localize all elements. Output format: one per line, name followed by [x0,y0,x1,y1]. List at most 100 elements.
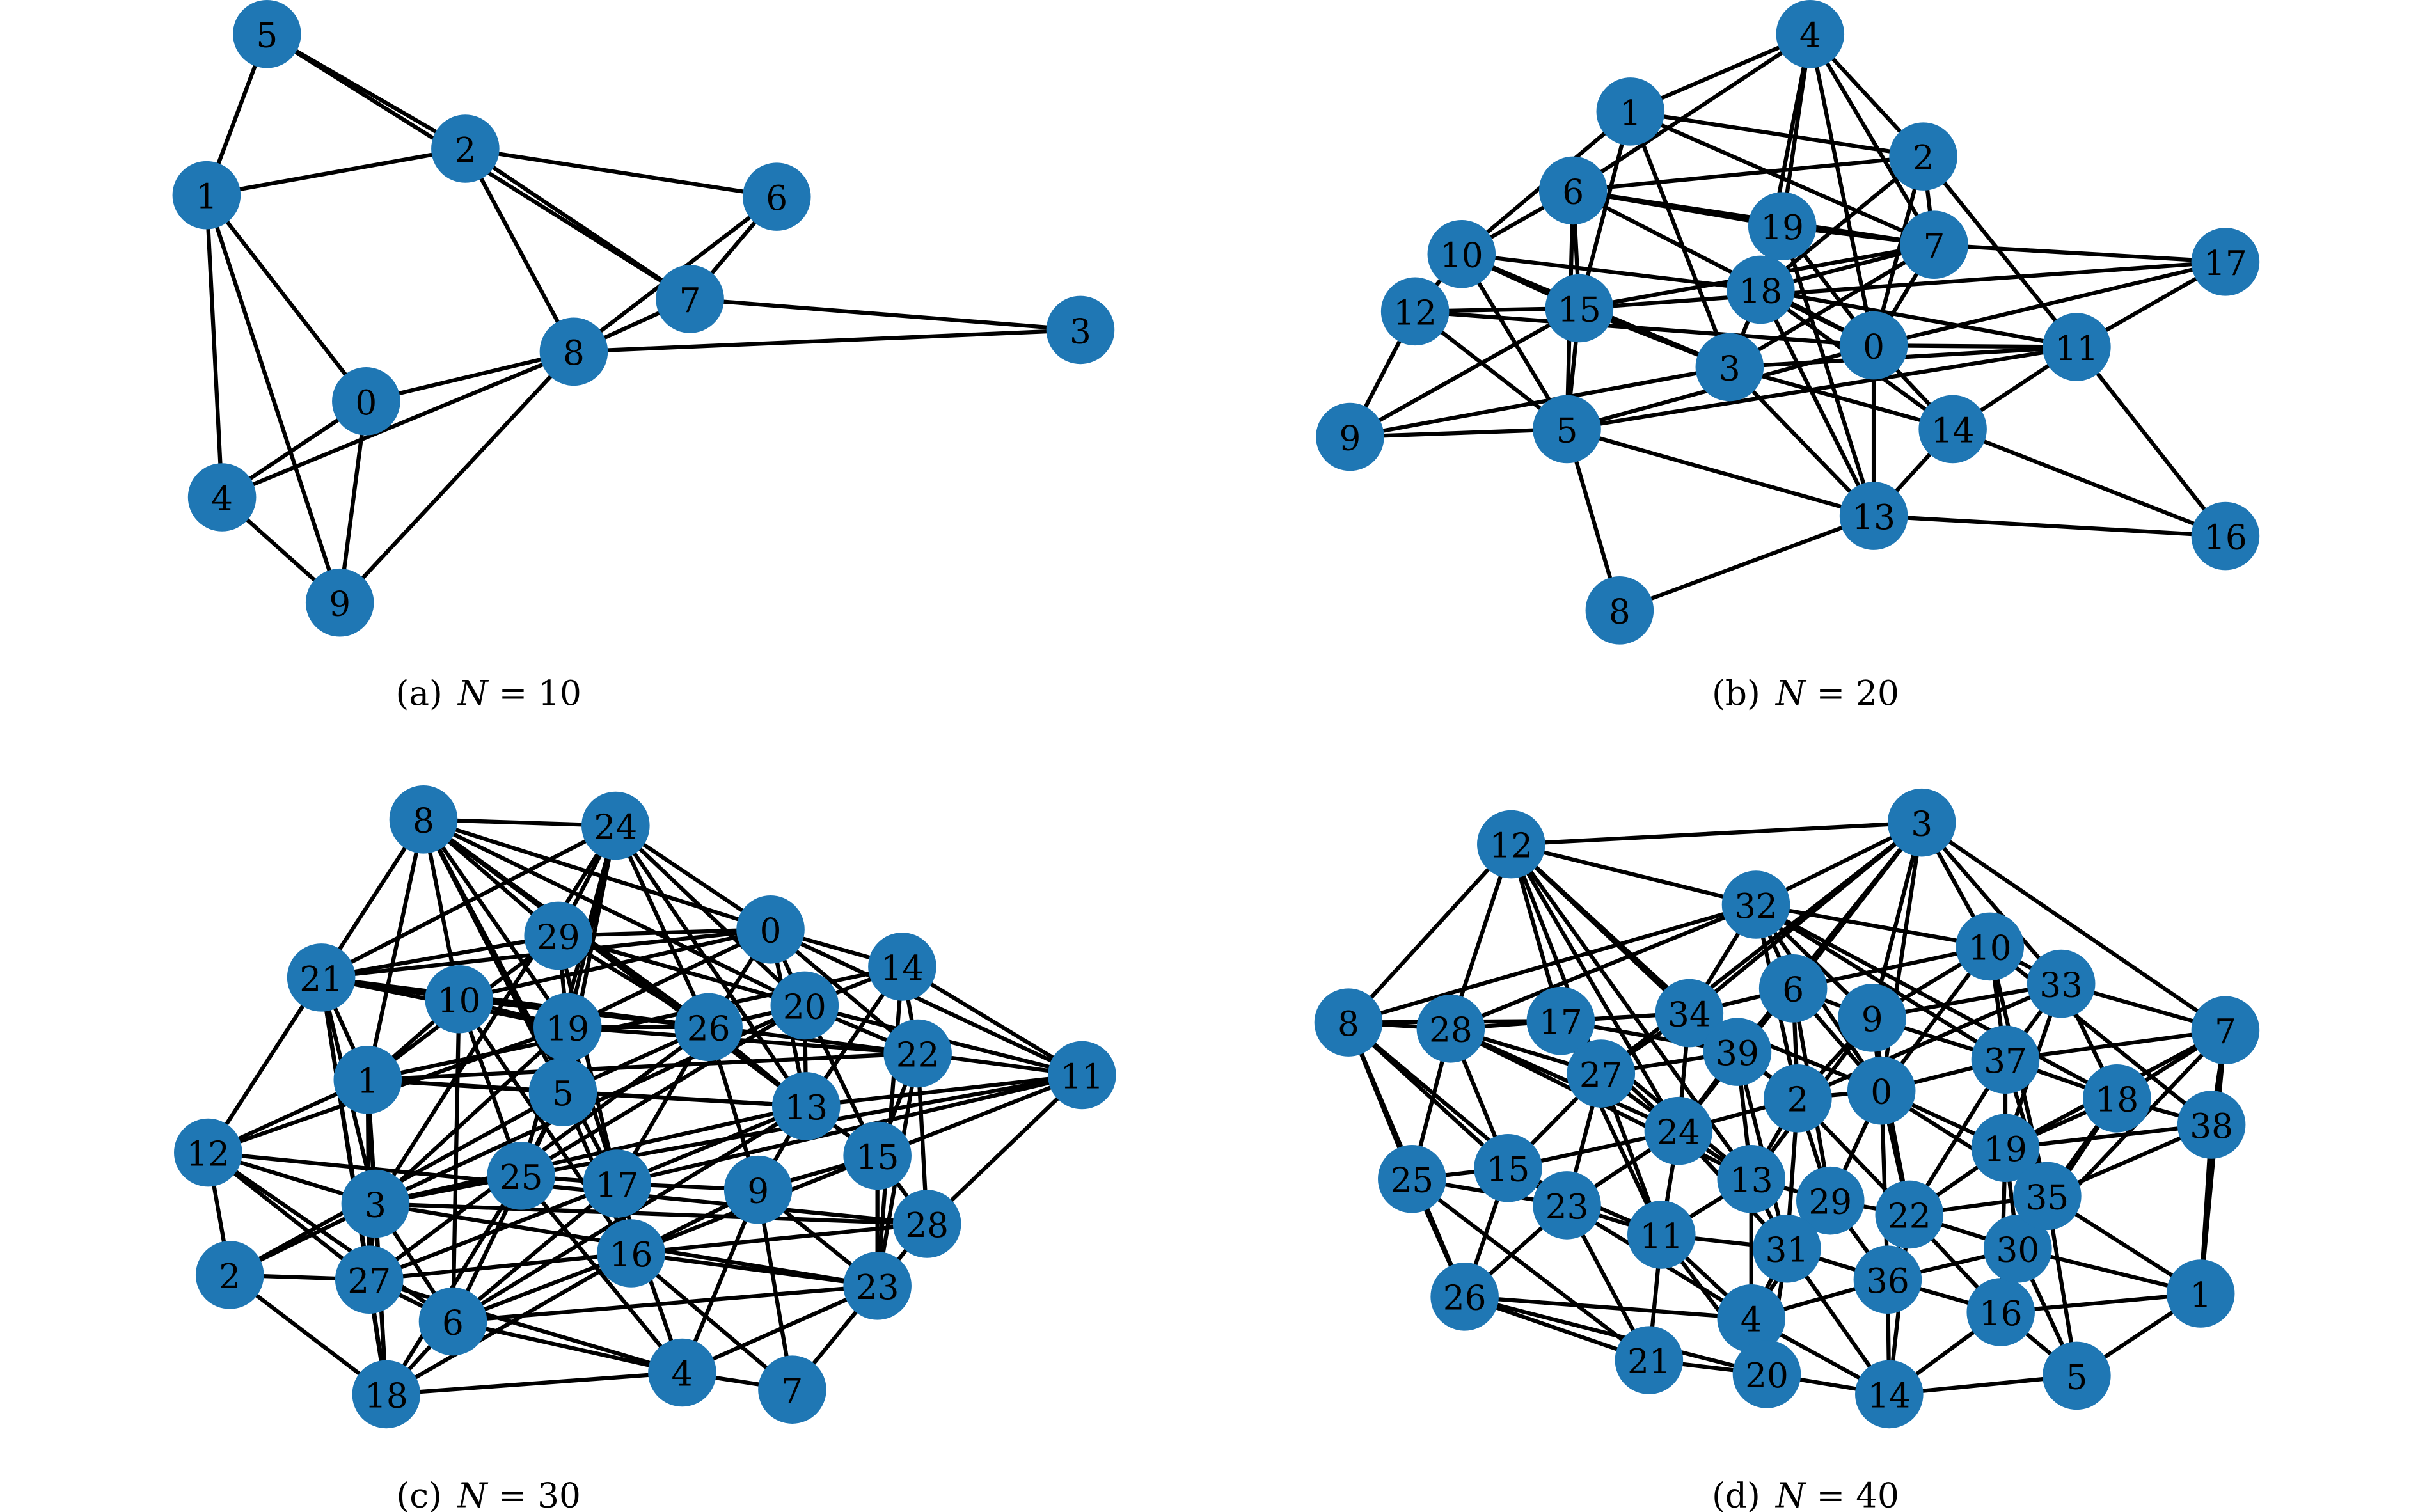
node-6: 6 [1538,156,1608,225]
edge-1-9 [204,193,342,605]
node-7: 7 [2191,996,2260,1065]
edge-0-19 [565,927,773,1030]
edge-0-10 [457,927,773,1002]
edge-32-10 [1753,902,1992,949]
node-label: 0 [355,383,377,423]
node-label: 28 [905,1206,949,1245]
caption-label: (c) [396,1476,441,1512]
node-27: 27 [335,1245,404,1314]
caption-value: = 10 [488,673,581,713]
node-circle [1430,1263,1499,1331]
node-label: 10 [1440,236,1483,276]
edge-20-25 [519,1003,807,1178]
node-circle [2083,1064,2151,1133]
node-6: 6 [418,1287,487,1356]
edge-6-4 [450,1319,684,1375]
node-circle [487,1142,555,1210]
edge-15-17 [1577,260,2228,311]
node-20: 20 [770,971,839,1040]
edge-2-6 [463,146,779,199]
edge-1-2 [1628,109,1925,159]
node-circle [1048,1041,1116,1110]
node-circle [332,367,400,436]
node-4: 4 [187,463,257,532]
node-circle [2043,313,2111,381]
node-label: 17 [2204,244,2247,283]
node-37: 37 [1971,1025,2040,1094]
caption-label: (a) [395,673,442,713]
node-label: 21 [1627,1342,1671,1382]
node-circle [1753,1214,1821,1283]
node-circle [1971,1114,2040,1183]
node-36: 36 [1853,1245,1922,1314]
node-circle [1314,988,1383,1057]
node-0: 0 [736,895,805,964]
edge-24-3 [373,823,618,1206]
node-circle [583,1149,652,1218]
edge-16-18 [384,1251,633,1397]
node-circle [187,463,257,532]
node-circle [674,993,743,1062]
node-label: 18 [1739,271,1782,311]
edge-9-8 [338,349,576,605]
edge-4-7 [1808,32,1936,247]
edge-28-16 [629,1222,929,1256]
edge-2-11 [1921,154,2079,349]
edge-18-13 [1758,287,1876,518]
node-label: 5 [2066,1357,2087,1397]
edge-2-18 [1758,154,1925,292]
node-5: 5 [1533,395,1601,464]
node-16: 16 [2191,501,2260,571]
node-17: 17 [1526,986,1595,1055]
caption-value: = 20 [1806,673,1899,713]
edge-3-13 [1727,365,1876,518]
node-circle [533,993,602,1062]
node-label: 6 [766,178,787,218]
node-4: 4 [1776,0,1845,68]
edge-24-21 [319,823,618,980]
node-circle [1764,1064,1832,1133]
node-circle [352,1360,421,1429]
node-circle [771,1072,841,1140]
node-circle [333,1045,402,1114]
caption-var: N [456,1476,489,1512]
edge-22-1 [365,1051,920,1082]
edge-1-7 [1628,109,1936,247]
edge-19-22 [565,1025,920,1056]
node-label: 4 [211,479,233,519]
node-label: 5 [256,16,278,56]
node-label: 17 [1539,1003,1583,1043]
node-2: 2 [1764,1064,1832,1133]
edge-10-6 [450,997,461,1324]
node-label: 8 [1338,1004,1359,1044]
edge-10-38 [1987,944,2214,1127]
node-label: 6 [442,1303,464,1343]
edge-8-0 [421,817,773,932]
node-circle [2191,996,2260,1065]
edge-27-4 [367,1277,684,1375]
edge-3-7 [1920,821,2228,1032]
node-circle [1966,1278,2035,1346]
node-2: 2 [1889,122,1957,191]
edge-32-8 [1346,902,1758,1025]
node-8: 8 [1314,988,1383,1057]
node-circle [1853,1245,1922,1314]
node-label: 15 [1487,1150,1530,1190]
node-label: 26 [1443,1279,1487,1318]
node-circle [1316,402,1384,471]
node-label: 27 [1579,1055,1623,1095]
node-22: 22 [1875,1180,1944,1249]
node-16: 16 [597,1219,665,1288]
edge-11-28 [925,1073,1084,1226]
node-17: 17 [2191,228,2260,296]
node-circle [1776,0,1845,68]
node-label: 10 [1968,928,2012,968]
node-label: 16 [2204,517,2247,557]
node-label: 2 [219,1257,241,1296]
node-circle [1717,1284,1786,1353]
node-label: 24 [1657,1113,1700,1153]
node-label: 3 [1070,311,1091,351]
node-circle [1477,810,1545,879]
